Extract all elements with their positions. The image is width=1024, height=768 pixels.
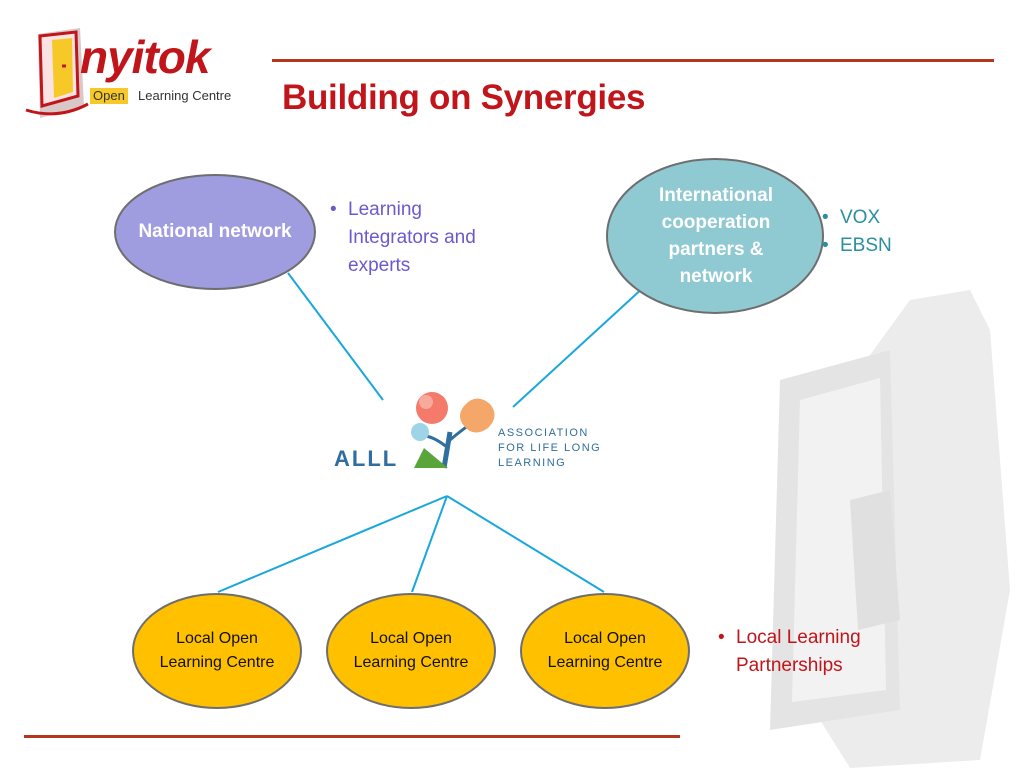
national-oval	[114, 174, 316, 290]
connector-national	[287, 272, 384, 401]
connector-local-1	[217, 495, 448, 593]
national-network-text: National network	[138, 221, 292, 242]
international-label: International cooperation partners & net…	[640, 172, 792, 300]
door-icon	[25, 28, 89, 118]
alll-line-1: Association	[498, 427, 589, 439]
local-centre-3-text: Local Open Learning Centre	[547, 630, 663, 671]
connector-local-2	[411, 495, 448, 593]
logo-sub-learning-centre: Learning Centre	[138, 88, 232, 103]
national-bullets: Learning Integrators and experts	[326, 196, 516, 280]
alll-logo: ALLL Association for Life Long Learning	[332, 388, 622, 478]
local-centre-2-text: Local Open Learning Centre	[353, 630, 469, 671]
international-text: International cooperation partners & net…	[658, 185, 773, 287]
logo-sub-open: Open	[90, 88, 128, 104]
logo-wordmark: nyitok	[80, 31, 210, 83]
local-bullet-item: Local Learning Partnerships	[714, 624, 904, 680]
local-centre-2: Local Open Learning Centre	[346, 613, 476, 689]
page-title: Building on Synergies	[282, 78, 646, 117]
nyitok-logo: nyitok Open Learning Centre	[18, 22, 248, 120]
alll-acronym: ALLL	[334, 446, 399, 471]
local-oval-2	[326, 593, 496, 709]
international-bullets: VOX EBSN	[818, 204, 938, 260]
header-rule	[272, 59, 994, 62]
alll-line-3: Learning	[498, 457, 567, 469]
national-bullet-item: Learning Integrators and experts	[326, 196, 516, 280]
local-bullets: Local Learning Partnerships	[714, 624, 904, 680]
local-centre-1-text: Local Open Learning Centre	[159, 630, 275, 671]
tree-flowers-icon	[411, 392, 495, 469]
local-oval-1	[132, 593, 302, 709]
international-bullet-item: EBSN	[818, 232, 938, 260]
connector-international	[512, 285, 646, 408]
local-centre-3: Local Open Learning Centre	[540, 613, 670, 689]
local-oval-3	[520, 593, 690, 709]
international-bullet-item: VOX	[818, 204, 938, 232]
alll-line-2: for Life Long	[498, 442, 602, 454]
footer-rule	[24, 735, 680, 738]
national-network-label: National network	[135, 195, 295, 269]
connector-local-3	[446, 495, 605, 593]
local-centre-1: Local Open Learning Centre	[152, 613, 282, 689]
